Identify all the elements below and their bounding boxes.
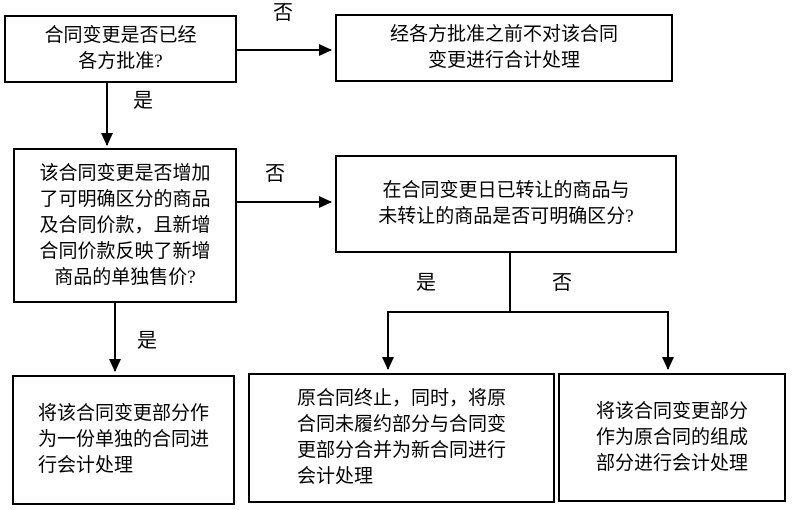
node-result-part-of-original: 将该合同变更部分 作为原合同的组成 部分进行会计处理 bbox=[558, 373, 786, 502]
edge-label-no-approval: 否 bbox=[272, 2, 294, 24]
edge-label-yes-transferred: 是 bbox=[415, 272, 437, 294]
edge-label-no-distinct: 否 bbox=[264, 163, 286, 185]
node-result-no-accounting: 经各方批准之前不对该合同 变更进行合计处理 bbox=[335, 14, 673, 82]
edge-label-yes-approval: 是 bbox=[132, 90, 154, 112]
edge-label-yes-distinct: 是 bbox=[136, 330, 158, 352]
node-result-separate-contract: 将该合同变更部分作 为一份单独的合同进 行会计处理 bbox=[12, 375, 235, 505]
edge-label-no-transferred: 否 bbox=[551, 272, 573, 294]
node-question-distinct-goods: 该合同变更是否增加 了可明确区分的商品 及合同价款，且新增 合同价款反映了新增 … bbox=[13, 148, 237, 303]
node-question-approval: 合同变更是否已经 各方批准? bbox=[4, 15, 237, 83]
node-result-new-contract: 原合同终止，同时，将原 合同未履约部分与合同变 更部分合并为新合同进行 会计处理 bbox=[248, 373, 555, 503]
node-question-transferred-distinct: 在合同变更日已转让的商品与 未转让的商品是否可明确区分? bbox=[335, 155, 677, 253]
